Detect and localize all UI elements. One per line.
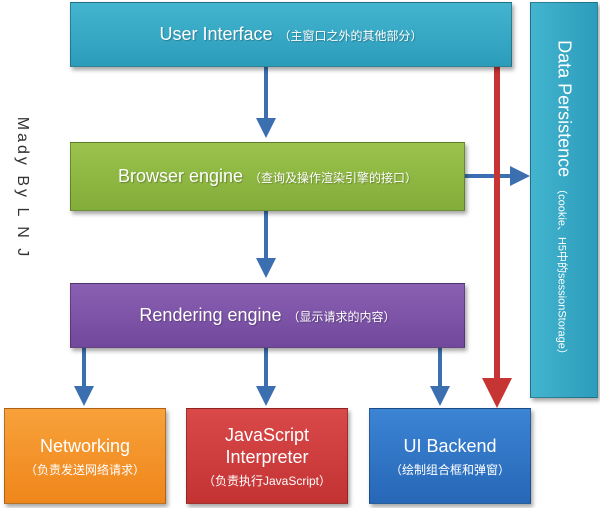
rendering-engine-note: （显示请求的内容） bbox=[287, 310, 396, 324]
data-persistence-note: （cookie、H5中的sessionStorage） bbox=[555, 183, 568, 360]
author-credit: Mady By L N J bbox=[14, 116, 31, 260]
javascript-interpreter-title-line2: Interpreter bbox=[225, 446, 309, 467]
user-interface-box: User Interface （主窗口之外的其他部分） bbox=[70, 2, 512, 67]
browser-engine-title: Browser engine bbox=[117, 166, 244, 186]
rendering-engine-title: Rendering engine bbox=[139, 305, 282, 325]
javascript-interpreter-note: （负责执行JavaScript） bbox=[202, 473, 332, 488]
javascript-interpreter-box: JavaScript Interpreter （负责执行JavaScript） bbox=[186, 408, 348, 504]
data-persistence-title: Data Persistence bbox=[554, 40, 575, 178]
networking-note: （负责发送网络请求） bbox=[24, 462, 145, 477]
ui-backend-title: UI Backend bbox=[403, 435, 497, 456]
ui-backend-box: UI Backend （绘制组合框和弹窗） bbox=[369, 408, 531, 504]
browser-engine-note: （查询及操作渲染引擎的接口） bbox=[249, 171, 418, 185]
data-persistence-box: Data Persistence （cookie、H5中的sessionStora… bbox=[530, 2, 598, 398]
networking-box: Networking （负责发送网络请求） bbox=[4, 408, 166, 504]
ui-backend-note: （绘制组合框和弹窗） bbox=[389, 462, 510, 477]
browser-engine-box: Browser engine （查询及操作渲染引擎的接口） bbox=[70, 142, 465, 211]
javascript-interpreter-title-line1: JavaScript bbox=[224, 424, 310, 445]
user-interface-title: User Interface bbox=[159, 24, 273, 44]
networking-title: Networking bbox=[39, 435, 131, 456]
user-interface-note: （主窗口之外的其他部分） bbox=[278, 29, 423, 43]
rendering-engine-box: Rendering engine （显示请求的内容） bbox=[70, 283, 465, 348]
